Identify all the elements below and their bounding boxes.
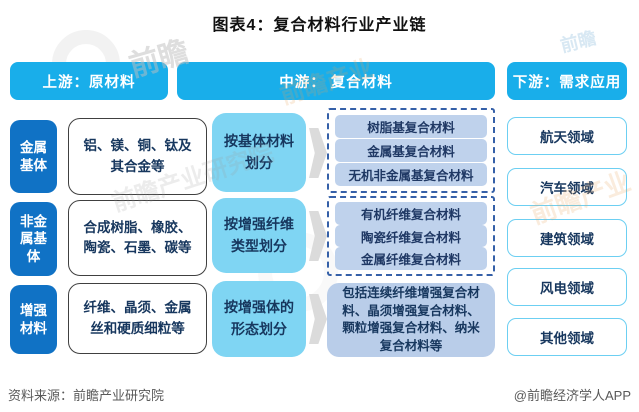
field-automotive: 汽车领域 [507,168,627,206]
field-construction: 建筑领域 [507,219,627,257]
header-midstream: 中游： 复合材料 [177,62,495,100]
arrow-right-icon [309,294,327,344]
header-upstream: 上游：原材料 [10,62,168,100]
classification-by-fiber: 按增强纤维类型划分 [212,198,306,273]
field-wind-power: 风电领域 [507,268,627,306]
brand-note: @前瞻经济学人APP [513,388,631,403]
materials-nonmetal: 合成树脂、橡胶、陶瓷、石墨、碳等 [68,200,207,276]
group-matrix-composites: 树脂基复合材料 金属基复合材料 无机非金属基复合材料 [327,108,495,193]
list-item: 无机非金属基复合材料 [335,163,487,186]
list-item: 金属基复合材料 [335,139,487,162]
source-note: 资料来源：前瞻产业研究院 [8,388,165,403]
category-reinforcement: 增强材料 [10,285,57,354]
list-item: 金属纤维复合材料 [335,247,487,271]
materials-metal: 铝、镁、铜、钛及其合金等 [68,118,207,195]
header-downstream: 下游：需求应用 [507,62,627,100]
list-item: 树脂基复合材料 [335,115,487,138]
group-form-composites-note: 包括连续纤维增强复合材料、晶须增强复合材料、颗粒增强复合材料、纳米复合材料等 [327,283,495,357]
list-item: 有机纤维复合材料 [335,202,487,225]
field-other: 其他领域 [507,318,627,356]
category-metal-matrix: 金属基体 [10,120,57,193]
materials-reinforcement: 纤维、晶须、金属丝和硬质细粒等 [68,283,207,354]
arrow-right-icon [309,128,327,178]
group-fiber-composites: 有机纤维复合材料 陶瓷纤维复合材料 金属纤维复合材料 [327,196,495,276]
classification-by-form: 按增强体的形态划分 [212,281,306,357]
classification-by-matrix: 按基体材料划分 [212,113,306,192]
page-title: 图表4：复合材料行业产业链 [212,17,427,34]
list-item: 陶瓷纤维复合材料 [335,224,487,248]
arrow-right-icon [309,211,327,261]
field-aerospace: 航天领域 [507,117,627,155]
category-nonmetal-matrix: 非金属基体 [10,202,57,276]
